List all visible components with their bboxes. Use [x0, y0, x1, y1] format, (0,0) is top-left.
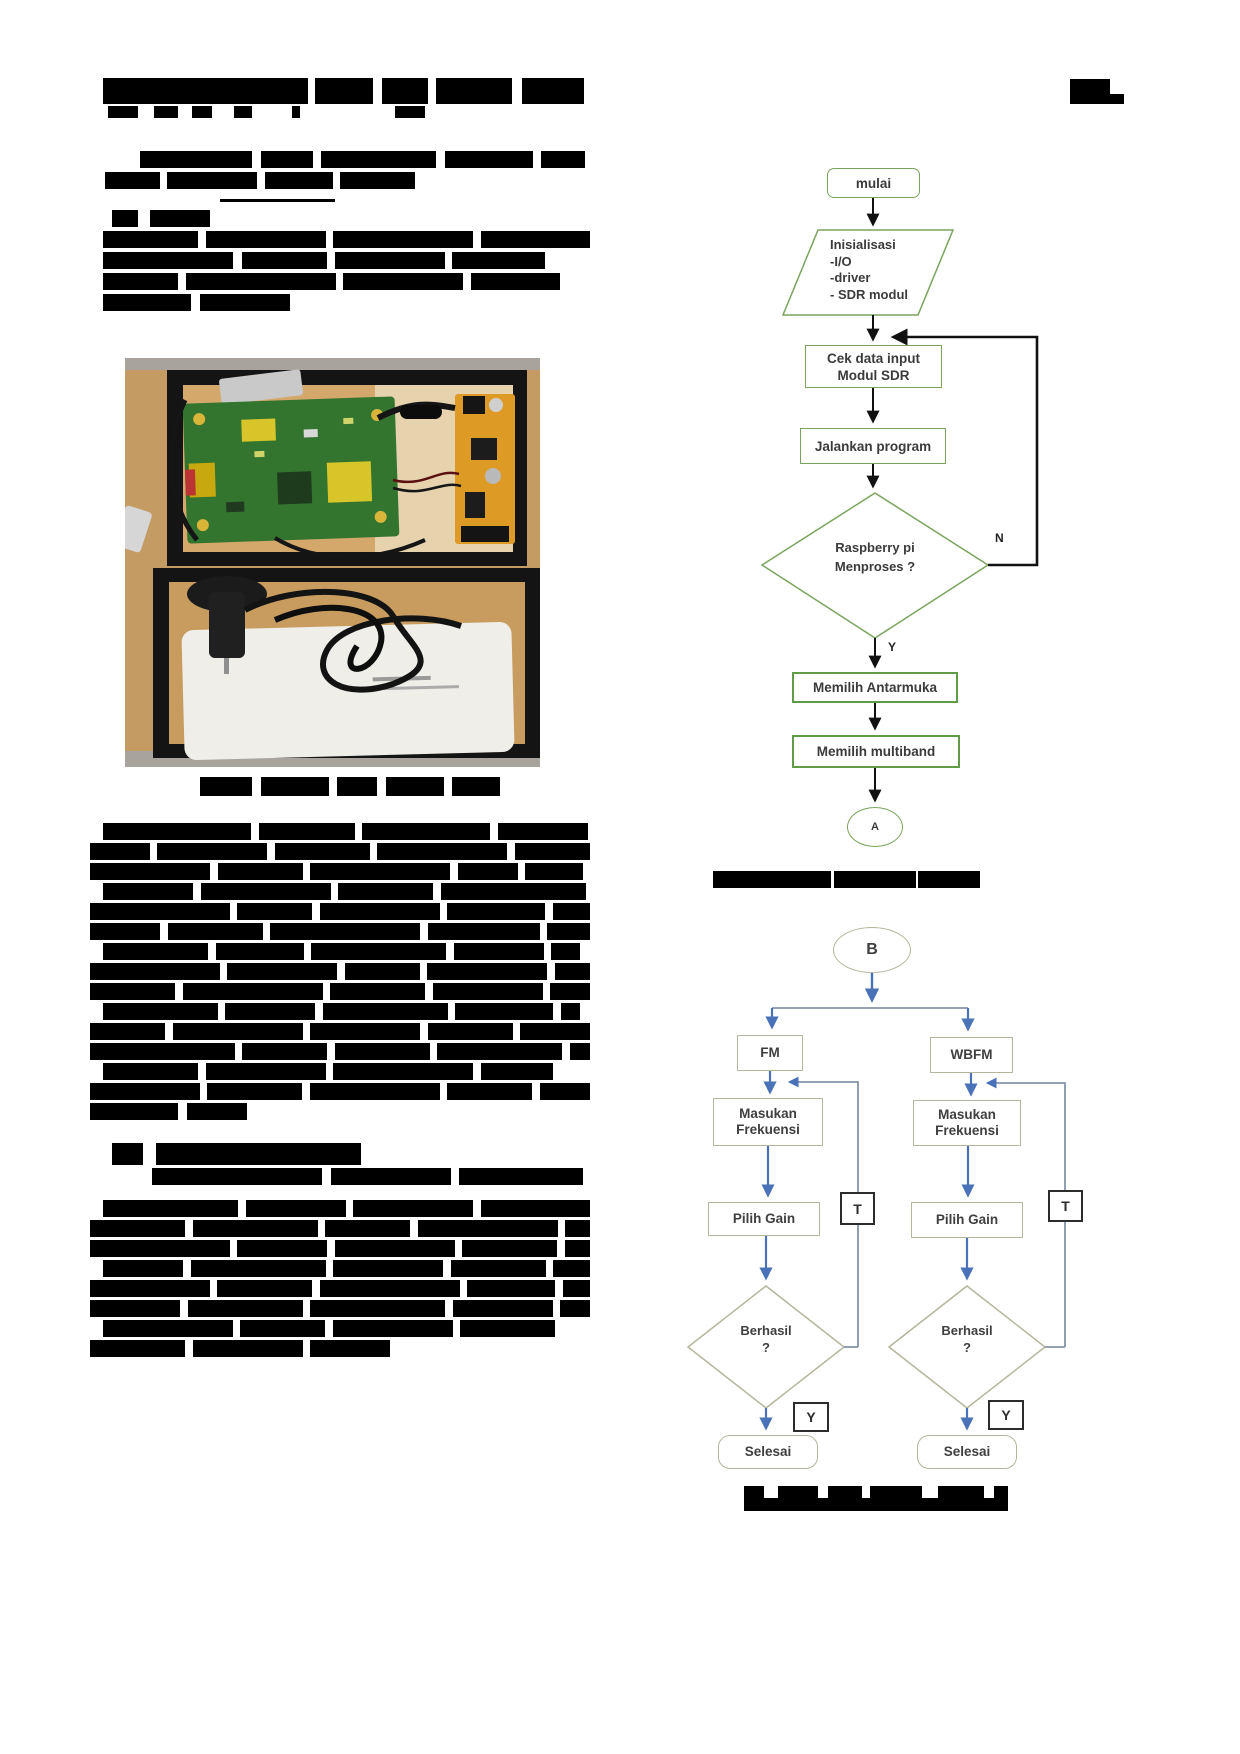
fc1-check-line2: Modul SDR: [837, 367, 910, 383]
fc2-yes-label-fm: Y: [793, 1402, 829, 1432]
redacted-flowchart1-caption: [713, 871, 980, 888]
fc1-no-label: N: [995, 531, 1004, 545]
fc2-connector-b-node: B: [833, 927, 911, 973]
metal-cap: [489, 398, 503, 412]
kapton-tape: [241, 418, 276, 442]
cable-barrel: [400, 405, 442, 419]
fc1-run-label: Jalankan program: [814, 438, 932, 454]
plug-prong: [224, 658, 229, 674]
fc2-gain-label: Pilih Gain: [935, 1212, 999, 1227]
hardware-photo: [125, 358, 540, 767]
fc1-yes-label: Y: [888, 640, 897, 654]
fc2-freq-line1: Masukan: [739, 1106, 797, 1121]
fc2-connector-b-label: B: [866, 941, 878, 958]
fc2-decision-text-wbfm: Berhasil ?: [917, 1322, 1017, 1356]
smd-component: [303, 429, 318, 438]
fc1-check-line1: Cek data input: [826, 350, 920, 366]
redacted-paragraph-b: [90, 823, 590, 1120]
fc2-gain-node-wbfm: Pilih Gain: [911, 1202, 1023, 1238]
fc2-freq-node-fm: Masukan Frekuensi: [713, 1098, 823, 1146]
smd-component: [226, 501, 245, 513]
fc1-select-multiband-label: Memilih multiband: [816, 744, 936, 759]
fc2-loop-t-label-wbfm: T: [1048, 1190, 1083, 1222]
fc2-y-label: Y: [806, 1409, 816, 1425]
fc2-t-label: T: [1061, 1198, 1070, 1214]
usb-plug: [465, 492, 485, 518]
redacted-flowchart2-caption: [744, 1486, 1008, 1511]
redacted-figure1-caption: [200, 777, 500, 796]
fc1-select-interface-node: Memilih Antarmuka: [792, 672, 958, 703]
fc1-decision-line2: Menproses ?: [834, 559, 916, 574]
redacted-paragraph-a: [103, 151, 590, 311]
fc2-end-label: Selesai: [744, 1444, 792, 1459]
fc2-fm-label: FM: [760, 1045, 780, 1060]
redacted-section-heading: [90, 1143, 583, 1185]
fc1-connector-a-node: A: [847, 807, 903, 847]
fc2-freq-line2: Frekuensi: [935, 1123, 999, 1138]
fc1-decision-text: Raspberry pi Menproses ?: [800, 538, 950, 576]
soc-chip: [277, 471, 313, 505]
mounting-hole: [374, 510, 387, 524]
fc2-fm-node: FM: [737, 1035, 803, 1071]
fc2-yes-label-wbfm: Y: [988, 1400, 1024, 1430]
fc2-end-node-wbfm: Selesai: [917, 1435, 1017, 1469]
fc2-lines: [759, 973, 1066, 1431]
fc1-run-node: Jalankan program: [800, 428, 946, 464]
fc2-y-label: Y: [1001, 1407, 1011, 1423]
smd-component: [343, 417, 354, 425]
fc2-gain-node-fm: Pilih Gain: [708, 1202, 820, 1236]
fc2-t-label: T: [853, 1200, 862, 1217]
fc1-select-interface-label: Memilih Antarmuka: [812, 680, 938, 695]
fc1-connector-a-label: A: [871, 820, 879, 833]
redacted-paragraph-c: [90, 1200, 590, 1357]
fc2-freq-line1: Masukan: [938, 1107, 996, 1122]
antenna-connector: [463, 396, 485, 414]
fc2-gain-label: Pilih Gain: [732, 1211, 796, 1226]
fc1-check-node: Cek data input Modul SDR: [805, 345, 942, 388]
power-plug-body: [209, 592, 245, 658]
fc1-init-line4: - SDR modul: [830, 286, 908, 302]
fc2-decision-text-fm: Berhasil ?: [716, 1322, 816, 1356]
redacted-paper-title: [103, 78, 584, 104]
sdr-dongle-board: [455, 394, 515, 544]
raspberry-pi-board: [182, 396, 400, 544]
power-bank-marking: [382, 685, 459, 691]
fc2-wbfm-node: WBFM: [930, 1037, 1013, 1073]
redacted-page-number: [1070, 79, 1124, 104]
fc1-init-node-text: Inisialisasi -I/O -driver - SDR modul: [830, 237, 950, 303]
power-bank-marking: [372, 675, 431, 682]
fc2-freq-node-wbfm: Masukan Frekuensi: [913, 1100, 1021, 1146]
fc2-end-node-fm: Selesai: [718, 1435, 818, 1469]
tuner-chip: [471, 438, 497, 460]
fc1-select-multiband-node: Memilih multiband: [792, 735, 960, 768]
mounting-hole: [196, 518, 210, 532]
fc1-start-label: mulai: [855, 175, 892, 191]
fc1-init-line3: -driver: [830, 270, 871, 285]
fc2-wbfm-label: WBFM: [950, 1047, 993, 1062]
fc2-decision-line1: Berhasil: [941, 1323, 993, 1338]
fc2-decision-line2: ?: [762, 1340, 770, 1355]
redacted-title-subline: [108, 106, 465, 118]
fc2-decision-line2: ?: [963, 1340, 971, 1355]
mounting-hole: [192, 412, 206, 426]
kapton-tape: [326, 461, 373, 503]
fc2-freq-line2: Frekuensi: [736, 1122, 800, 1137]
fc1-init-line2: -I/O: [830, 253, 852, 269]
fc2-loop-t-label-fm: T: [840, 1192, 875, 1225]
fc2-decision-line1: Berhasil: [740, 1323, 792, 1338]
capacitor: [485, 468, 501, 484]
fc1-start-node: mulai: [827, 168, 920, 198]
mounting-hole: [370, 408, 384, 422]
fc2-end-label: Selesai: [943, 1444, 991, 1459]
red-component: [184, 469, 196, 496]
fc1-init-line1: Inisialisasi: [830, 237, 896, 252]
fc1-decision-line1: Raspberry pi: [835, 540, 915, 555]
dongle-base: [461, 526, 509, 542]
smd-component: [254, 450, 265, 458]
